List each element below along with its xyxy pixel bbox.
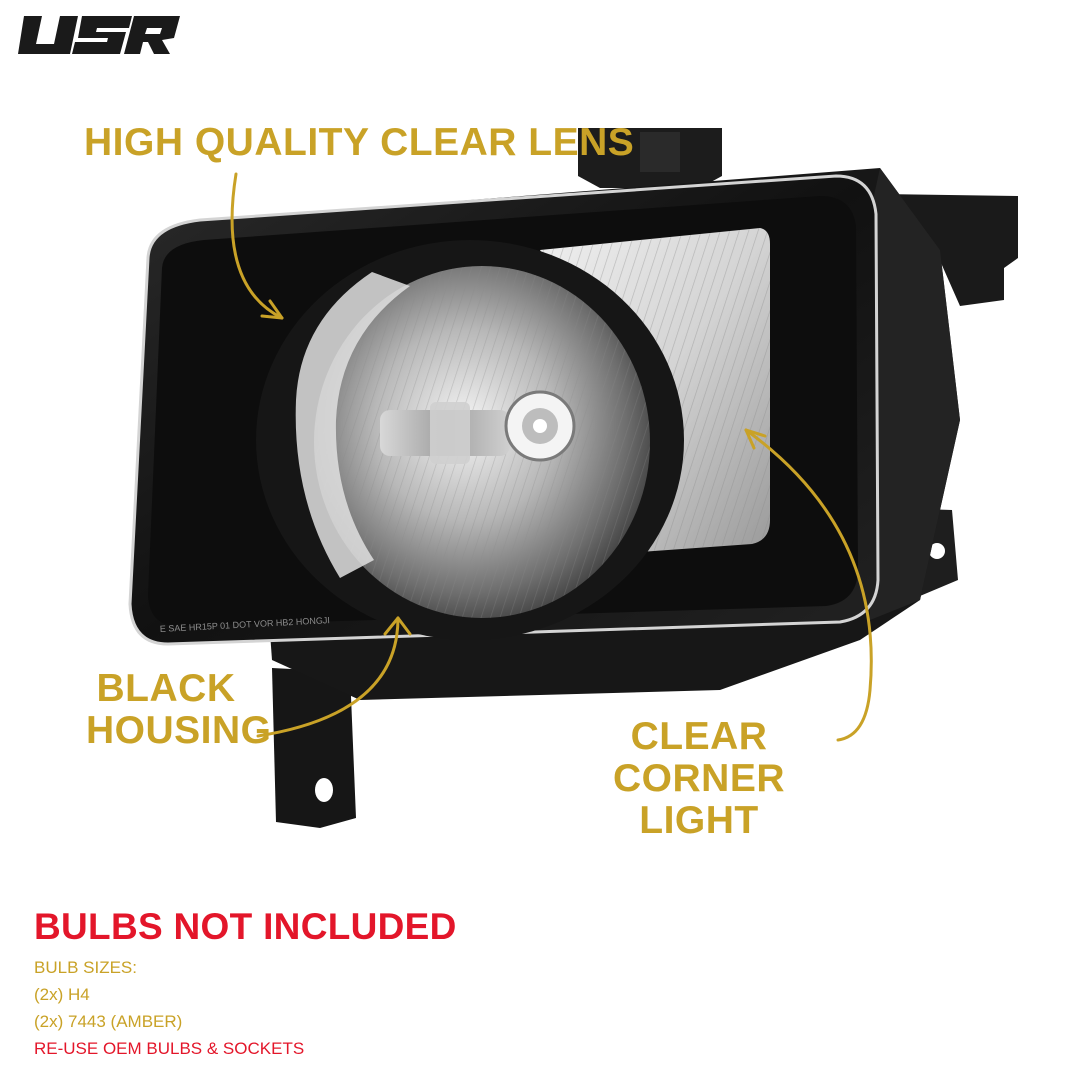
callout-black-housing: BLACK HOUSING bbox=[86, 667, 272, 753]
callout-housing-line-2: HOUSING bbox=[86, 709, 272, 753]
brand-logo bbox=[14, 14, 186, 61]
callout-corner-light: CLEAR CORNER LIGHT bbox=[566, 715, 832, 843]
callout-clear-lens: HIGH QUALITY CLEAR LENS bbox=[84, 121, 635, 164]
usr-logo-icon bbox=[18, 16, 180, 54]
bulb-reuse-note: RE-USE OEM BULBS & SOCKETS bbox=[34, 1039, 305, 1058]
callout-housing-line-1: BLACK bbox=[96, 667, 236, 710]
bulb-assembly bbox=[380, 390, 576, 464]
callout-corner-line-2: LIGHT bbox=[639, 799, 759, 843]
bulb-size-7443: (2x) 7443 (AMBER) bbox=[34, 1012, 183, 1031]
bulb-info: BULBS NOT INCLUDED BULB SIZES: (2x) H4 (… bbox=[34, 906, 457, 1062]
bulb-size-h4: (2x) H4 bbox=[34, 985, 90, 1004]
bulbs-not-included-title: BULBS NOT INCLUDED bbox=[34, 906, 457, 947]
bulb-sizes-label: BULB SIZES: bbox=[34, 958, 137, 977]
callout-arrows bbox=[230, 172, 873, 742]
callout-corner-line-1: CLEAR CORNER bbox=[612, 715, 785, 801]
